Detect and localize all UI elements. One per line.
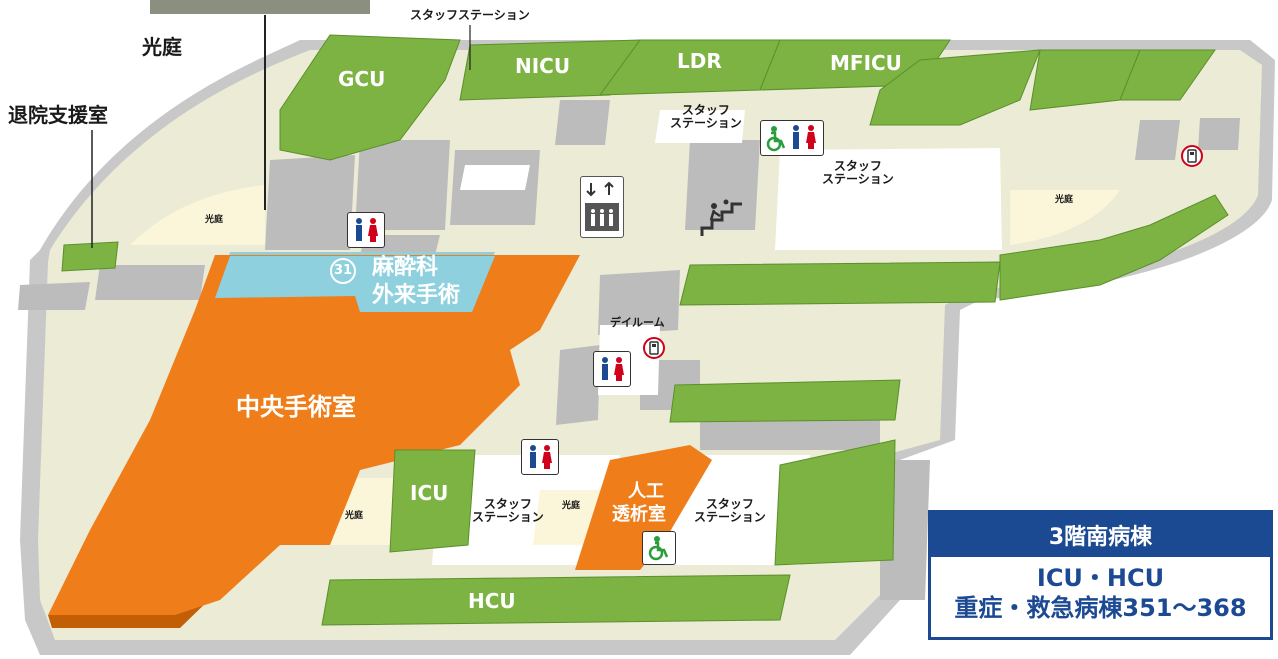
dialysis-label-2: 透析室 — [612, 504, 666, 525]
ward-gcu: GCU — [338, 67, 386, 91]
phone-icon — [1181, 145, 1203, 167]
callout-courtyard: 光庭 — [142, 35, 182, 59]
staff-station-3: スタッフ ステーション — [472, 497, 544, 525]
restroom-icon — [521, 439, 559, 475]
legend-line-2: 重症・救急病棟351〜368 — [954, 594, 1247, 622]
courtyard-right-label: 光庭 — [1055, 195, 1074, 205]
courtyard-center-label: 光庭 — [562, 501, 581, 511]
accessible-icon — [642, 531, 676, 565]
staff-station-4: スタッフ ステーション — [694, 497, 766, 525]
courtyard-center — [533, 490, 600, 545]
elevator-icon — [580, 176, 624, 238]
ward-ldr: LDR — [677, 49, 722, 73]
ward-legend: 3階南病棟 ICU・HCU 重症・救急病棟351〜368 — [928, 510, 1273, 640]
courtyard-left — [130, 185, 265, 245]
anesthesia-label-1: 麻酔科 — [372, 255, 439, 280]
green-wards — [61, 34, 1229, 626]
phone-icon — [643, 337, 665, 359]
surgery-number: 31 — [333, 262, 353, 278]
courtyard-photo — [150, 0, 370, 14]
restroom-icon — [593, 351, 631, 387]
dayroom-label: デイルーム — [610, 316, 665, 329]
legend-line-1: ICU・HCU — [1036, 564, 1165, 592]
legend-title: 3階南病棟 — [931, 513, 1270, 557]
dialysis-block — [575, 445, 712, 570]
staff-station-2: スタッフ ステーション — [822, 159, 894, 187]
stairs-icon — [696, 198, 746, 240]
legend-body: ICU・HCU 重症・救急病棟351〜368 — [931, 557, 1270, 623]
central-surgery-label: 中央手術室 — [236, 393, 356, 421]
central-surgery-block — [48, 255, 580, 615]
accessible-restroom-icon — [760, 120, 824, 156]
anesthesia-overlay — [215, 256, 495, 312]
courtyard-icu-label: 光庭 — [345, 511, 364, 521]
restroom-icon — [347, 212, 385, 248]
callout-staff-station: スタッフステーション — [410, 8, 530, 22]
ward-icu: ICU — [410, 481, 449, 505]
courtyard-right — [1010, 190, 1120, 245]
dialysis-label-1: 人工 — [628, 481, 664, 502]
ward-hcu: HCU — [468, 589, 516, 613]
ward-nicu: NICU — [515, 54, 571, 78]
courtyard-left-label: 光庭 — [205, 215, 224, 225]
anesthesia-label-2: 外来手術 — [372, 283, 461, 308]
white-rooms — [432, 110, 1002, 565]
ward-mficu: MFICU — [830, 51, 902, 75]
surgery-number-badge: 31 — [330, 258, 356, 284]
callout-discharge-support: 退院支援室 — [8, 103, 108, 127]
staff-station-1: スタッフ ステーション — [670, 103, 742, 131]
